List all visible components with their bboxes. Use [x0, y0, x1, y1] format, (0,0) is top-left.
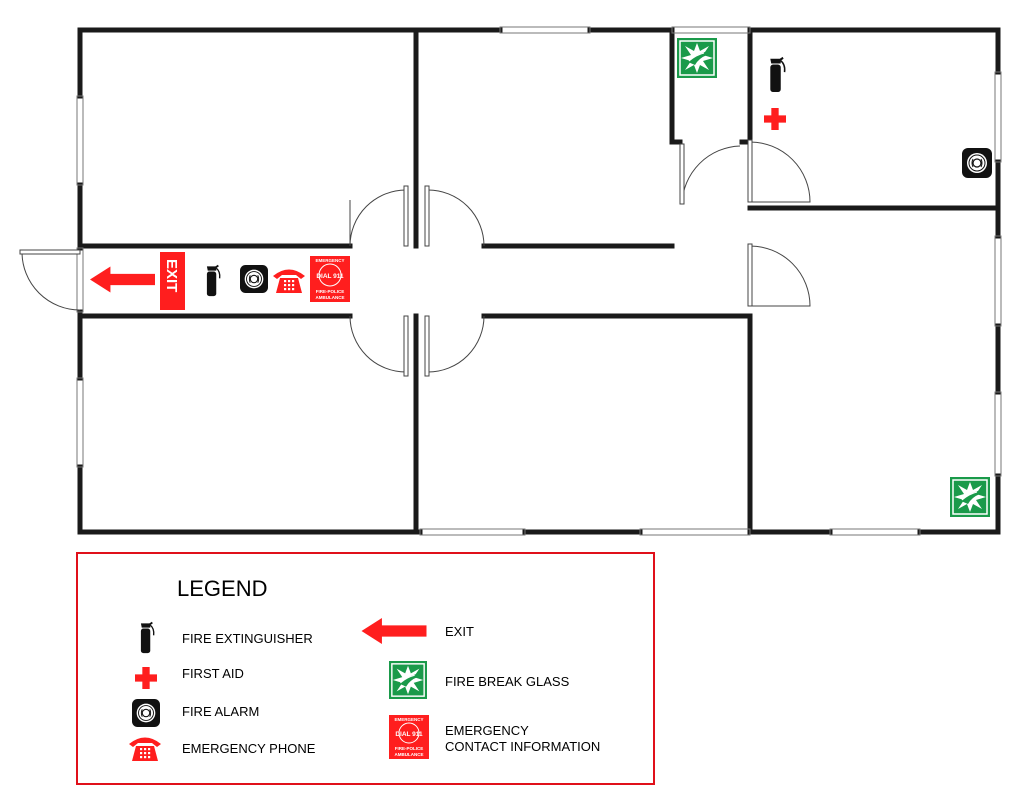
emergency-contact-icon: EMERGENCY DIAL 911 FIRE-POLICE AMBULANCE — [389, 715, 429, 759]
sign-bottom-text-2: AMBULANCE — [316, 295, 345, 300]
exit-arrow-icon — [90, 266, 155, 293]
fire-extinguisher-icon — [769, 56, 786, 93]
emergency-contact-sign: EMERGENCY DIAL 911 FIRE-POLICE AMBULANCE — [310, 256, 350, 302]
legend-label-fire-break-glass: FIRE BREAK GLASS — [445, 674, 570, 689]
legend-frame — [76, 552, 655, 785]
legend-label-exit: EXIT — [445, 624, 474, 639]
fire-extinguisher-icon — [206, 263, 221, 297]
emergency-phone-icon — [273, 269, 305, 293]
fire-break-glass-icon — [677, 38, 717, 78]
walls — [77, 27, 1001, 535]
legend-label-emergency-phone: EMERGENCY PHONE — [182, 741, 316, 756]
fire-alarm-icon — [132, 699, 160, 727]
legend-label-fire-alarm: FIRE ALARM — [182, 704, 259, 719]
legend-label-fire-extinguisher: FIRE EXTINGUISHER — [182, 631, 313, 646]
sign-top-text: EMERGENCY — [315, 258, 344, 263]
fire-break-glass-icon — [950, 477, 990, 517]
fire-alarm-icon — [962, 148, 992, 178]
sign-dial-text: DIAL 911 — [316, 273, 344, 280]
sign-bottom-text-1: FIRE-POLICE — [316, 289, 345, 294]
windows — [76, 26, 1002, 536]
legend-sign-top-text: EMERGENCY — [394, 717, 423, 722]
legend: LEGEND FIRE EXTINGUISHER FIRST AID FIRE … — [76, 552, 655, 785]
legend-sign-dial-text: DIAL 911 — [395, 731, 423, 738]
room-signage — [677, 38, 992, 517]
legend-label-contact-information: CONTACT INFORMATION — [445, 739, 600, 754]
legend-label-first-aid: FIRST AID — [182, 666, 244, 681]
legend-sign-bottom-text-1: FIRE-POLICE — [395, 746, 424, 751]
corridor-signage: EXIT EMERGENCY DIAL 911 FIRE-POLICE AMBU… — [90, 252, 350, 310]
legend-title: LEGEND — [177, 576, 267, 601]
legend-sign-bottom-text-2: AMBULANCE — [395, 752, 424, 757]
exit-sign-text: EXIT — [163, 259, 180, 292]
first-aid-icon — [764, 108, 786, 130]
exit-sign — [160, 252, 185, 310]
legend-label-emergency: EMERGENCY — [445, 723, 529, 738]
doors — [19, 139, 811, 377]
fire-break-glass-icon — [389, 661, 427, 699]
fire-alarm-icon — [240, 265, 268, 293]
